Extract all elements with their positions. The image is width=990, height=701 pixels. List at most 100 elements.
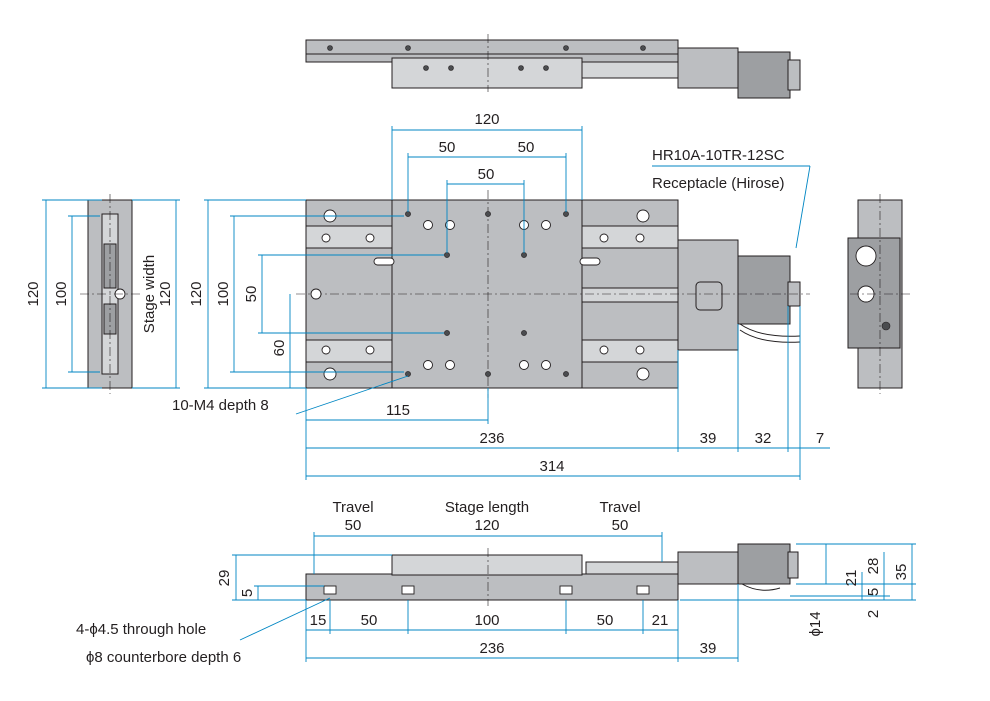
- note-receptacle: Receptacle (Hirose): [652, 175, 785, 192]
- dim-label-21: 21: [652, 612, 669, 629]
- dim-label-travel-left-val: 50: [345, 517, 362, 534]
- tapped-hole: [485, 211, 491, 217]
- top-view-connector: [787, 59, 801, 91]
- dim-label-28: 28: [865, 558, 882, 575]
- counterbore: [636, 209, 650, 223]
- tapped-hole: [563, 371, 569, 377]
- tapped-hole: [444, 252, 450, 258]
- top-view-tap: [423, 65, 429, 71]
- tapped-hole: [521, 330, 527, 336]
- counterbore: [635, 233, 645, 243]
- dim-label-236: 236: [479, 430, 504, 447]
- dim-label-stage-length-val: 120: [474, 517, 499, 534]
- plan-lead-screw: [581, 287, 683, 303]
- counterbore: [321, 345, 331, 355]
- side-counterbore: [636, 585, 650, 595]
- note-connector-model: HR10A-10TR-12SC: [652, 147, 785, 164]
- side-counterbore: [559, 585, 573, 595]
- dim-label-plan-100: 100: [215, 281, 232, 306]
- dim-label-2: 2: [865, 610, 882, 618]
- dim-label-314: 314: [539, 458, 564, 475]
- dim-label-50-right: 50: [518, 139, 535, 156]
- counterbore: [599, 233, 609, 243]
- side-screw: [585, 561, 679, 575]
- note-through-hole: 4-ϕ4.5 through hole: [76, 621, 206, 638]
- counterbore: [636, 367, 650, 381]
- counterbore: [423, 220, 433, 230]
- top-view-motor-mount: [677, 47, 739, 89]
- top-view-taps: [327, 45, 646, 71]
- dim-label-travel-right: Travel: [599, 499, 640, 516]
- plan-motor: [737, 255, 791, 325]
- dim-label-50b: 50: [597, 612, 614, 629]
- top-view-tap: [448, 65, 454, 71]
- top-view-tap: [405, 45, 411, 51]
- top-view-tap: [327, 45, 333, 51]
- dim-label-39: 39: [700, 430, 717, 447]
- dim-label-120: 120: [474, 111, 499, 128]
- plan-slot-right: [579, 257, 601, 266]
- dim-label-50a: 50: [361, 612, 378, 629]
- counterbore: [541, 360, 551, 370]
- top-view-motor: [737, 51, 791, 99]
- dim-label-29: 29: [216, 570, 233, 587]
- top-view-tap: [543, 65, 549, 71]
- notes: HR10A-10TR-12SC Receptacle (Hirose) 10-M…: [76, 147, 785, 666]
- top-view: [305, 34, 801, 99]
- right-view-cable: [881, 321, 891, 331]
- counterbore: [635, 345, 645, 355]
- dim-label-side-236: 236: [479, 640, 504, 657]
- side-counterbore: [401, 585, 415, 595]
- right-view-connector: [855, 245, 877, 267]
- left-end-view: [80, 194, 140, 394]
- tapped-hole: [563, 211, 569, 217]
- tapped-hole: [444, 330, 450, 336]
- counterbore: [310, 288, 322, 300]
- counterbore: [519, 360, 529, 370]
- plan-slot-left: [373, 257, 395, 266]
- plan-tapped-holes: [405, 211, 569, 377]
- counterbore: [445, 220, 455, 230]
- side-motor: [737, 543, 791, 585]
- dim-label-plan-120: 120: [188, 281, 205, 306]
- tapped-hole: [405, 211, 411, 217]
- dim-label-7: 7: [816, 430, 824, 447]
- note-counterbore: ϕ8 counterbore depth 6: [86, 649, 241, 666]
- tapped-hole: [405, 371, 411, 377]
- counterbore: [423, 360, 433, 370]
- counterbore: [323, 367, 337, 381]
- dim-label-35: 35: [893, 564, 910, 581]
- dim-label-stage-length: Stage length: [445, 499, 529, 516]
- top-view-screw: [581, 61, 683, 79]
- dim-label-50-left: 50: [439, 139, 456, 156]
- top-view-tap: [563, 45, 569, 51]
- side-base: [305, 573, 679, 601]
- plan-coupling: [695, 281, 723, 311]
- dim-label-15: 15: [310, 612, 327, 629]
- dim-label-stage-width: Stage width: [141, 255, 158, 333]
- dim-label-left-100: 100: [53, 281, 70, 306]
- dim-label-5b: 5: [865, 588, 882, 596]
- side-holes: [323, 585, 650, 595]
- plan-cable-2: [739, 329, 801, 343]
- leader-tapped: [295, 375, 409, 415]
- dim-label-side-39: 39: [700, 640, 717, 657]
- tapped-hole: [485, 371, 491, 377]
- dimension-labels: 120 50 50 50 120 100 Stage width 120 120…: [25, 111, 910, 657]
- dim-label-travel-right-val: 50: [612, 517, 629, 534]
- dim-label-32: 32: [755, 430, 772, 447]
- leader-connector: [795, 165, 811, 249]
- dim-label-phi14: ϕ14: [807, 611, 824, 636]
- counterbore: [365, 345, 375, 355]
- dim-label-left-120b: 120: [157, 281, 174, 306]
- dim-label-100: 100: [474, 612, 499, 629]
- counterbore: [541, 220, 551, 230]
- dim-label-plan-50: 50: [243, 286, 260, 303]
- dim-label-5: 5: [239, 589, 256, 597]
- top-view-tap: [640, 45, 646, 51]
- note-tapped-holes: 10-M4 depth 8: [172, 397, 269, 414]
- side-counterbore: [323, 585, 337, 595]
- dim-label-travel-left: Travel: [332, 499, 373, 516]
- dim-label-plan-60: 60: [271, 340, 288, 357]
